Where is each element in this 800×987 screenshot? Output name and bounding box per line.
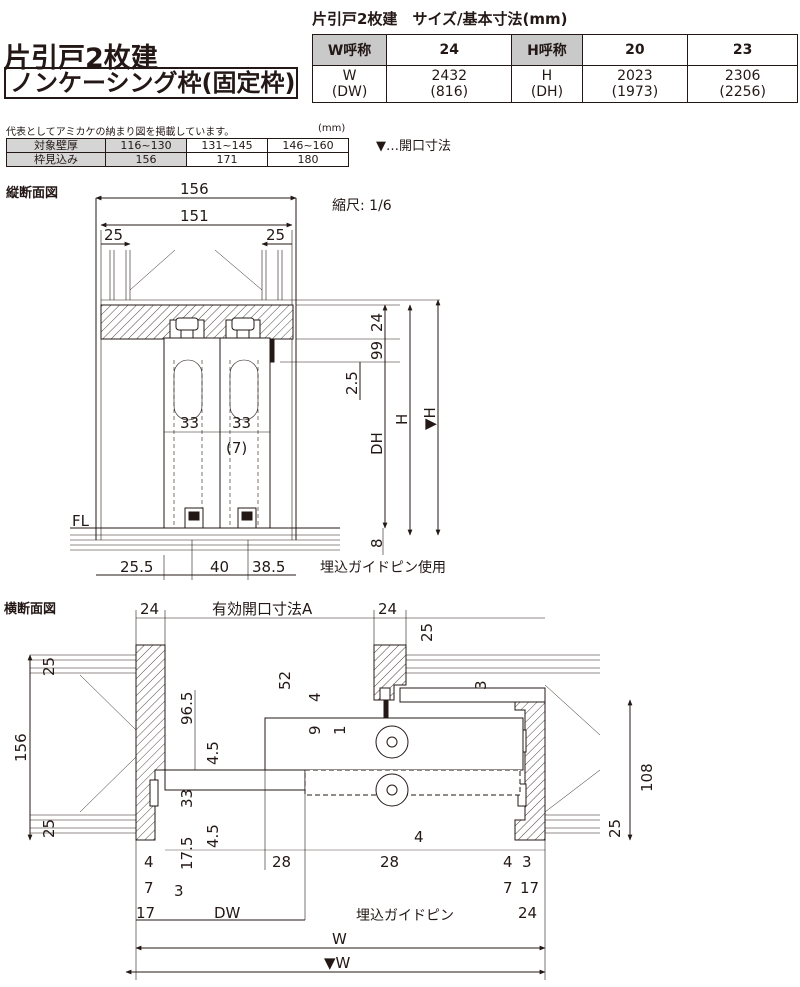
horizontal-section-drawing: [27, 610, 633, 980]
w-label: W呼称: [311, 34, 388, 66]
dim-24-left: 24: [140, 600, 159, 618]
dim-40: 40: [210, 558, 229, 576]
dim-4-a: 4: [306, 692, 324, 702]
depth-row-label: 枠見込み: [6, 152, 106, 167]
dim-25-top-left: 25: [40, 657, 58, 676]
dim-7-bl: 7: [144, 879, 154, 897]
dim-52: 52: [276, 671, 294, 690]
dim-33-right: 33: [232, 414, 251, 432]
dim-4-5-b: 4.5: [204, 824, 222, 848]
wall-range-3: 146~160: [267, 138, 349, 153]
w-value: 24: [386, 34, 513, 66]
wall-range-1: 116~130: [105, 138, 187, 153]
guide-pin-label: 埋込ガイドピン: [356, 908, 454, 924]
dim-25-5: 25.5: [120, 558, 153, 576]
dim-dw: DW: [214, 904, 241, 922]
vertical-section-dimensions: 156 151 25 25 24 99 2.5 DH H ▼H 33 33 (7…: [72, 180, 439, 576]
horizontal-section-dimensions: 24 有効開口寸法A 24 25 25 156 96.5 52 4 9 1 3 …: [12, 600, 656, 972]
wall-row-label: 対象壁厚: [6, 138, 106, 153]
wall-thickness-table: 対象壁厚 116~130 131~145 146~160 枠見込み 156 17…: [6, 138, 349, 167]
depth-1: 156: [105, 152, 187, 167]
dim-28-b: 28: [380, 853, 399, 871]
vertical-section-drawing: [70, 195, 441, 580]
dim-4-bl: 4: [144, 853, 154, 871]
dim-108: 108: [638, 763, 656, 792]
dim-2-5: 2.5: [343, 371, 361, 395]
dim-8: 8: [368, 538, 386, 548]
depth-3: 180: [267, 152, 349, 167]
size-table: W呼称 24 H呼称 20 23 W(DW) 2432(816) H(DH) 2…: [311, 34, 798, 103]
h-label: H呼称: [511, 34, 583, 66]
guide-pin-note: 埋込ガイドピン使用: [320, 560, 446, 576]
dim-3-br: 3: [522, 853, 532, 871]
dim-3-bl: 3: [174, 882, 184, 900]
dim-w-open: ▼W: [324, 954, 351, 972]
fl-label: FL: [72, 512, 90, 530]
size-table-title: 片引戸2枚建 サイズ/基本寸法(mm): [312, 10, 568, 28]
dim-33-h: 33: [178, 789, 196, 808]
dim-38-5: 38.5: [252, 558, 285, 576]
h-value-20: 20: [581, 34, 689, 66]
dim-dh: DH: [368, 432, 386, 455]
dim-25-right: 25: [266, 226, 285, 244]
depth-2: 171: [186, 152, 268, 167]
dim-25-bot-right: 25: [606, 819, 624, 838]
dim-17-bl: 17: [136, 904, 155, 922]
dim-33-left: 33: [180, 414, 199, 432]
horizontal-section-label: 横断面図: [4, 602, 57, 617]
dim-156: 156: [180, 180, 209, 198]
dim-1: 1: [331, 725, 349, 735]
h-dim-23: 2306(2256): [687, 65, 798, 103]
h-dim-20: 2023(1973): [581, 65, 689, 103]
dim-28-a: 28: [272, 853, 291, 871]
dim-w: W: [332, 930, 347, 948]
dim-7: (7): [226, 439, 247, 457]
dim-4-br: 4: [503, 853, 513, 871]
dim-effective-a: 有効開口寸法A: [212, 600, 313, 618]
vertical-section-label: 縦断面図: [6, 186, 59, 201]
dim-7-br: 7: [503, 879, 513, 897]
unit-label: (mm): [318, 123, 346, 134]
dim-17-5: 17.5: [178, 837, 196, 870]
dim-96-5: 96.5: [178, 692, 196, 725]
h-row-label: H(DH): [511, 65, 583, 103]
dim-25-left: 25: [104, 226, 123, 244]
dim-25-bot-left: 25: [40, 819, 58, 838]
dim-99: 99: [368, 341, 386, 360]
dim-h: H: [393, 414, 411, 425]
dim-3-a: 3: [472, 680, 490, 690]
opening-mark-legend: ▼…開口寸法: [376, 139, 451, 154]
dim-25-top-right: 25: [418, 623, 436, 642]
dim-4-b: 4: [414, 828, 424, 846]
w-row-label: W(DW): [311, 65, 388, 103]
w-dim: 2432(816): [386, 65, 513, 103]
dim-24-br: 24: [518, 904, 537, 922]
dim-156-h: 156: [12, 733, 30, 762]
h-value-23: 23: [687, 34, 798, 66]
frame-type-title: ノンケーシング枠(固定枠): [4, 67, 298, 99]
representative-note: 代表としてアミカケの納まり図を掲載しています。: [6, 127, 235, 138]
scale-label: 縮尺: 1/6: [332, 198, 392, 214]
dim-24-v: 24: [368, 313, 386, 332]
dim-h-open: ▼H: [421, 407, 439, 430]
dim-4-5-a: 4.5: [204, 741, 222, 765]
dim-9: 9: [306, 725, 324, 735]
dim-17-br: 17: [520, 879, 539, 897]
dim-151: 151: [180, 207, 209, 225]
dim-24-right: 24: [378, 600, 397, 618]
